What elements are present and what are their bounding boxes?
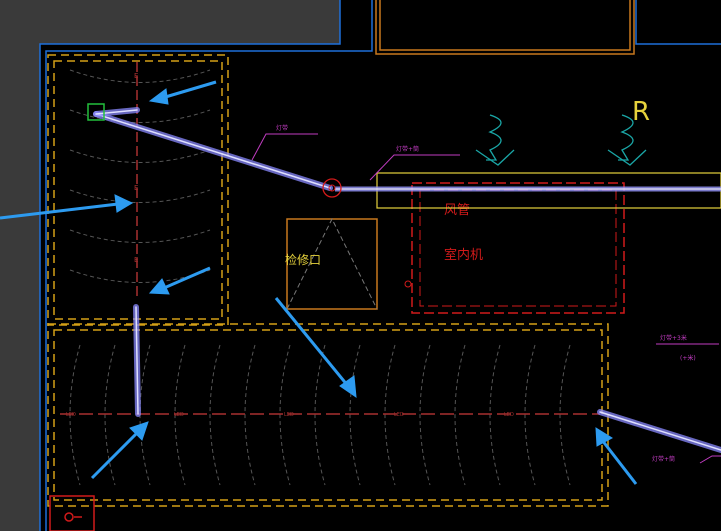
note-strip-downlight: 灯带+筒 bbox=[396, 145, 419, 153]
indoor-unit-label: 室内机 bbox=[444, 247, 483, 263]
led-mark: E bbox=[134, 72, 138, 80]
note-light-strip: 灯带 bbox=[276, 124, 288, 132]
lower-led-strip: LED LED LED LED LED bbox=[60, 412, 600, 418]
pointer-arrow-icon bbox=[0, 194, 134, 220]
pointer-arrow-icon bbox=[148, 80, 217, 105]
pointer-arrow-icon bbox=[90, 421, 149, 480]
air-vent-icon bbox=[475, 114, 515, 166]
wall-outlines bbox=[39, 0, 721, 531]
pointer-arrow-icon bbox=[274, 297, 357, 399]
drain-icon bbox=[404, 280, 412, 288]
upper-left-arc-pattern bbox=[69, 69, 211, 283]
led-tag: LED bbox=[284, 412, 294, 418]
led-mark: E bbox=[134, 184, 138, 192]
upper-led-strip: E E E bbox=[134, 62, 138, 300]
ceiling-outlet-icon[interactable] bbox=[322, 178, 342, 198]
pointer-arrow-icon bbox=[595, 427, 638, 485]
led-tag: LED bbox=[66, 412, 76, 418]
indoor-unit: 风管 室内机 bbox=[404, 182, 625, 314]
pointer-arrows bbox=[0, 80, 638, 485]
lower-ceiling-frame bbox=[47, 323, 609, 507]
access-panel-label: 检修口 bbox=[285, 252, 321, 267]
led-mark: E bbox=[134, 256, 138, 264]
highlighted-wires bbox=[93, 107, 721, 453]
pointer-arrow-icon bbox=[148, 266, 211, 295]
outside-area bbox=[0, 0, 40, 531]
air-vent-icon bbox=[607, 114, 647, 166]
led-tag: LED bbox=[504, 412, 514, 418]
supply-duct bbox=[335, 172, 721, 209]
upper-room-frame bbox=[375, 0, 635, 55]
annotation-leaders bbox=[251, 133, 721, 464]
junction-box-icon[interactable] bbox=[87, 103, 105, 121]
bottom-left-fixture bbox=[49, 495, 95, 531]
led-tag: LED bbox=[174, 412, 184, 418]
led-tag: LED bbox=[394, 412, 404, 418]
room-letter: R bbox=[632, 97, 650, 127]
access-panel: 检修口 bbox=[285, 217, 378, 310]
note-strip-downlight-2: 灯带+筒 bbox=[652, 455, 675, 463]
duct-unit-label: 风管 bbox=[444, 203, 470, 218]
note-strip-3m: 灯带+3米 bbox=[660, 334, 687, 342]
outside-area-top bbox=[0, 0, 340, 44]
note-plus-m: (+米) bbox=[680, 354, 696, 362]
lower-arc-pattern bbox=[69, 344, 571, 486]
